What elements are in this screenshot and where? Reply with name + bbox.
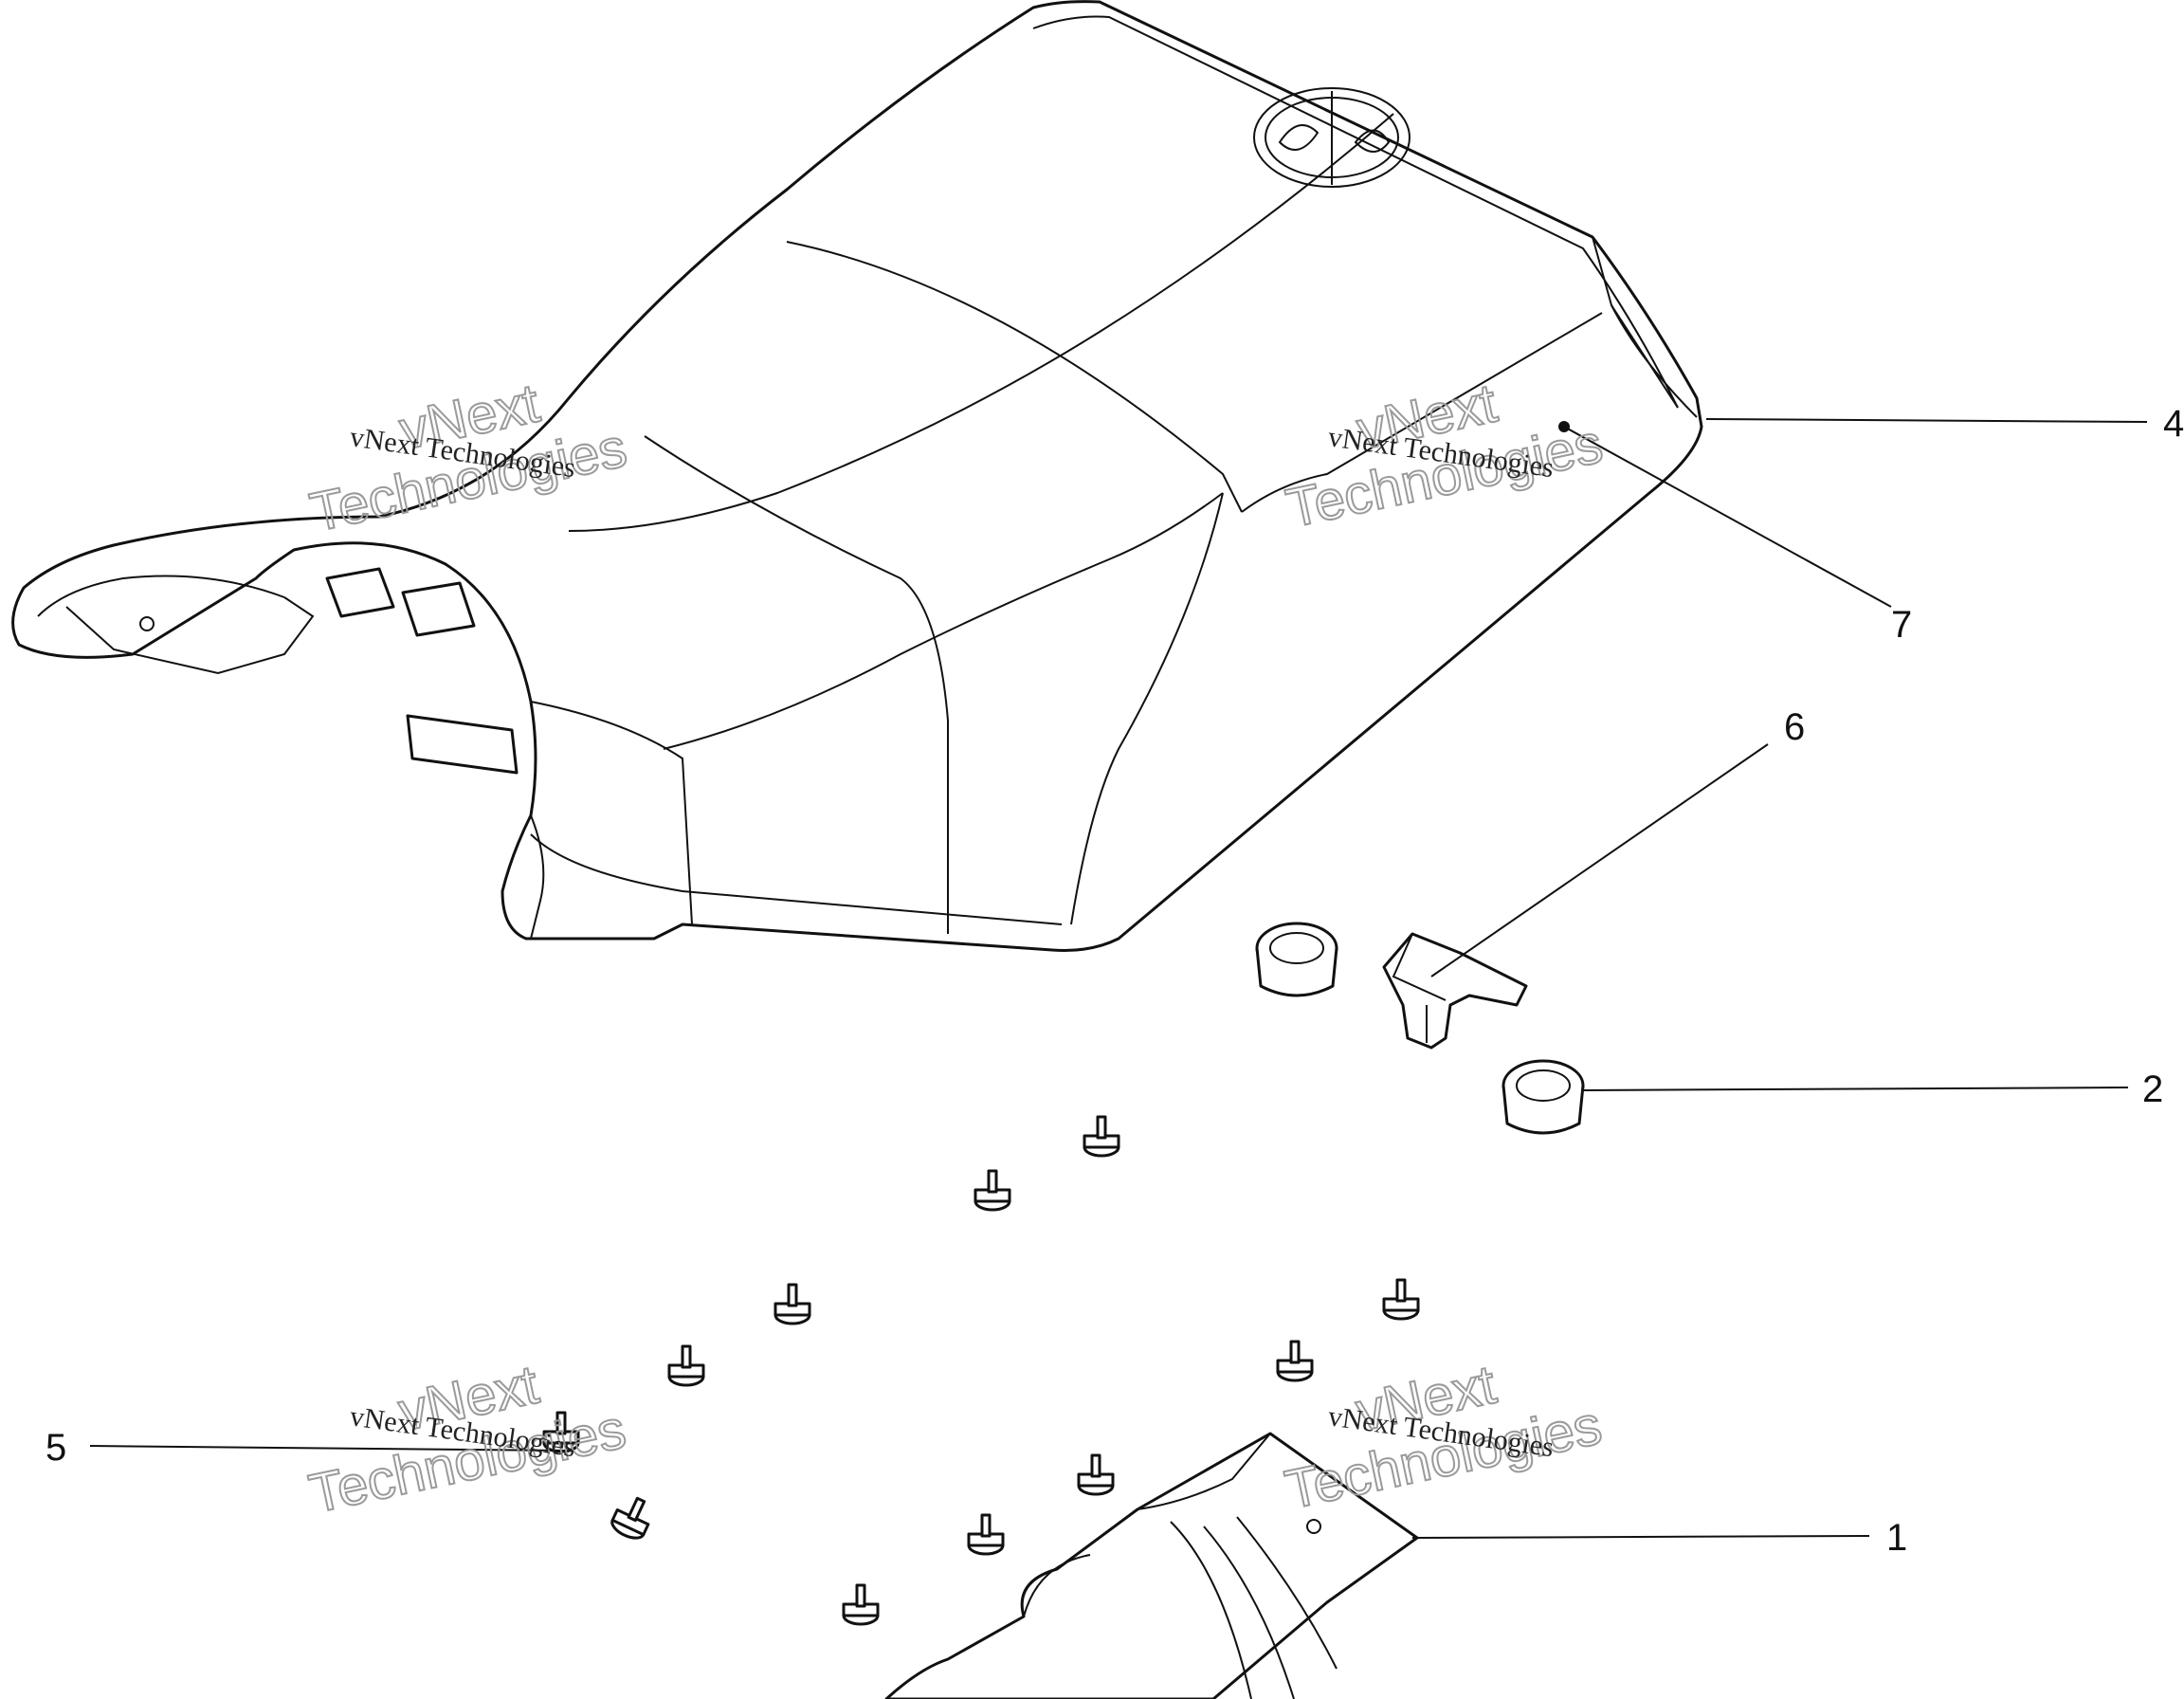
stud	[610, 1496, 650, 1540]
brand-emblem-icon	[1253, 87, 1410, 188]
stud	[842, 1583, 880, 1626]
stud	[974, 1169, 1011, 1212]
stud	[1382, 1278, 1420, 1321]
latch-bracket	[1382, 932, 1528, 1050]
stud	[1083, 1115, 1120, 1158]
callout-7: 7	[1891, 604, 1912, 646]
stud-set	[542, 1115, 1420, 1626]
stud	[542, 1411, 580, 1453]
seat-base-pan	[884, 1432, 1419, 1699]
watermark-bottom-left: vNext Technologies	[303, 1353, 632, 1526]
stud	[774, 1283, 811, 1325]
seat-assembly	[11, 0, 1703, 952]
stud	[967, 1513, 1005, 1556]
callout-6: 6	[1784, 706, 1805, 748]
callout-2: 2	[2142, 1069, 2163, 1110]
grommet	[1502, 1059, 1585, 1135]
stud	[667, 1344, 705, 1387]
stud	[1077, 1453, 1115, 1496]
callout-5: 5	[46, 1427, 66, 1469]
leader-lines	[89, 418, 2148, 1539]
stud	[1276, 1340, 1314, 1382]
callout-4: 4	[2163, 403, 2184, 445]
callout-1: 1	[1886, 1517, 1907, 1559]
grommet-upper	[1255, 922, 1338, 997]
